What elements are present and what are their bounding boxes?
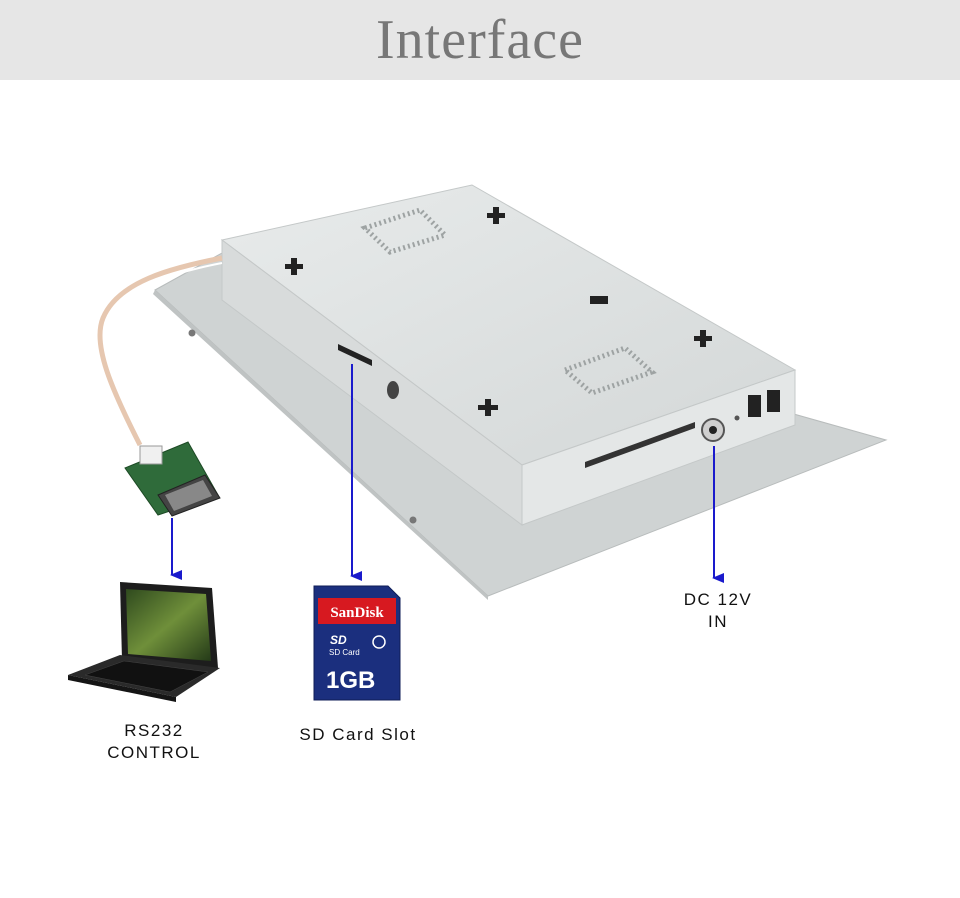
label-sd-card-slot: SD Card Slot	[280, 724, 436, 746]
laptop-screen	[126, 589, 211, 661]
ribbon-cable	[97, 255, 223, 447]
label-rs232-control: RS232 CONTROL	[92, 720, 216, 764]
monitor-chassis	[153, 184, 888, 600]
header-bar: Interface	[0, 0, 960, 80]
rs232-cable-assembly	[97, 255, 223, 517]
mount-cross-marks	[285, 207, 712, 416]
callout-arrows	[170, 364, 724, 583]
flange-front-edge	[153, 290, 488, 600]
usb-port-2	[767, 390, 780, 412]
flange-hole-1	[188, 329, 196, 337]
ce-mark-icon	[372, 635, 386, 649]
dc-jack-pin	[709, 426, 717, 434]
label-dc-line-1: DC 12V	[683, 590, 753, 609]
label-sd-slot-line-1: SD Card Slot	[299, 725, 417, 744]
sd-card-capacity: 1GB	[326, 667, 375, 694]
label-rs232-line-2: CONTROL	[107, 743, 201, 762]
led-indicator	[734, 415, 740, 421]
vent-grille-bottom	[560, 345, 657, 396]
side-screw-hole	[387, 381, 399, 399]
label-dc-12v-in: DC 12V IN	[662, 589, 774, 633]
board-connector	[139, 445, 163, 465]
label-dc-line-2: IN	[708, 612, 728, 631]
sd-logo: SD	[330, 633, 347, 647]
sd-slot-opening	[338, 344, 372, 366]
sd-card-brand-band	[318, 598, 396, 624]
vga-port-strip	[585, 422, 695, 468]
flange-hole-2	[409, 516, 417, 524]
label-rs232-line-1: RS232	[124, 721, 184, 740]
sd-card-brand: SanDisk	[330, 605, 384, 621]
laptop-front-edge	[68, 675, 176, 702]
db9-connector-icon	[157, 474, 221, 517]
page-title: Interface	[376, 9, 584, 71]
slot-marking	[590, 296, 608, 304]
sd-card-type: SD Card	[329, 648, 360, 657]
chassis-front-side	[521, 369, 796, 526]
sd-card-icon: SanDisk SD SD Card 1GB	[313, 585, 401, 701]
laptop-icon	[68, 582, 220, 702]
laptop-keyboard	[84, 660, 209, 693]
usb-port-1	[748, 395, 761, 417]
